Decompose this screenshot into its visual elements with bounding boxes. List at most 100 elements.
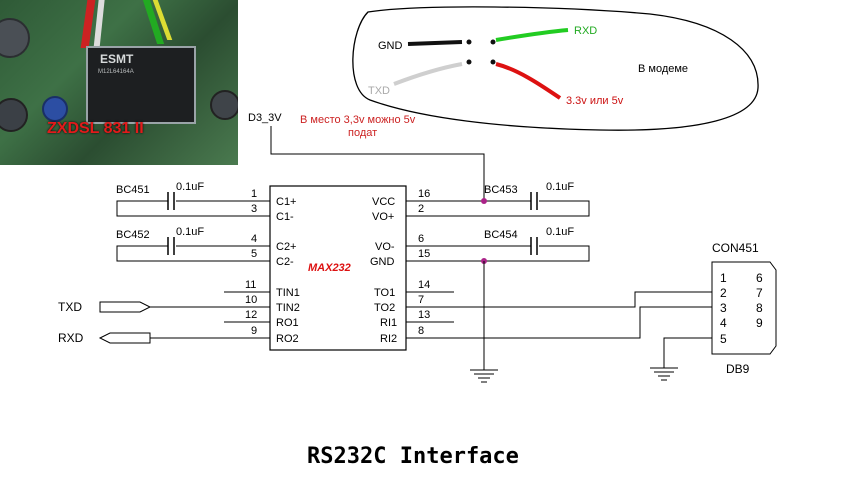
pin-number: 12 (245, 309, 257, 321)
right-pin-13: 13 RI1 (380, 309, 454, 329)
modem-vcc-wire (495, 62, 562, 100)
modem-board-photo: ESMT M12L64164A ZXDSL 831 II (0, 0, 238, 165)
modem-pin-rxd (490, 39, 496, 45)
capacitor-value: 0.1uF (546, 181, 574, 193)
db9-pin-8: 8 (756, 301, 763, 315)
capacitor-ref: BC453 (484, 184, 518, 196)
pin-number: 1 (251, 188, 257, 200)
connector-ref: CON451 (712, 241, 759, 255)
rxd-port-arrow (98, 332, 151, 344)
modem-txd-label: TXD (368, 85, 390, 97)
pin-label: VO+ (372, 211, 394, 223)
modem-pin-vcc (490, 59, 496, 65)
pin-number: 13 (418, 309, 430, 321)
db9-body (711, 261, 777, 355)
capacitor-value: 0.1uF (176, 226, 204, 238)
capacitor-ref: BC452 (116, 229, 150, 241)
capacitor-value: 0.1uF (176, 181, 204, 193)
pin-label: TO2 (374, 302, 395, 314)
db9-pin-7: 7 (756, 286, 763, 300)
modem-pin-gnd (466, 39, 472, 45)
db9-pin-5: 5 (720, 332, 727, 346)
capacitor-bc452: BC452 0.1uF (116, 226, 224, 262)
pin-number: 4 (251, 233, 257, 245)
rxd-signal-label: RXD (58, 331, 84, 345)
capacitor-bc454: BC454 0.1uF (454, 226, 590, 262)
pin-number: 8 (418, 325, 424, 337)
db9-ground-wire (663, 337, 712, 368)
ic-ground-symbol (470, 369, 498, 383)
pin-number: 6 (418, 233, 424, 245)
capacitor-bc451: BC451 0.1uF (116, 181, 224, 217)
modem-voltage-label: 3.3v или 5v (566, 95, 624, 107)
power-rail-wire (270, 126, 485, 201)
pin-number: 16 (418, 188, 430, 200)
capacitor-bc453: BC453 0.1uF (454, 181, 590, 217)
db9-pin-9: 9 (756, 316, 763, 330)
capacitor-ref: BC451 (116, 184, 150, 196)
pin-number: 9 (251, 325, 257, 337)
db9-pin-3: 3 (720, 301, 727, 315)
pin-number: 2 (418, 203, 424, 215)
pin-label: C1+ (276, 196, 297, 208)
pin-label: C2+ (276, 241, 297, 253)
modem-gnd-wire (407, 40, 463, 46)
left-pin-4: 4 C2+ (224, 233, 297, 253)
capacitor-photo-2 (0, 98, 28, 132)
txd-port-arrow (99, 301, 152, 313)
to2-wire (454, 291, 712, 308)
connector-type: DB9 (726, 362, 750, 376)
pin-label: RI1 (380, 317, 397, 329)
right-pin-8: 8 RI2 (380, 325, 454, 345)
left-pin-9: 9 RO2 (150, 325, 299, 345)
db9-pin-6: 6 (756, 271, 763, 285)
pin-label: VO- (375, 241, 395, 253)
right-pin-7: 7 TO2 (374, 294, 454, 314)
pin-label: TO1 (374, 287, 395, 299)
modem-gnd-label: GND (378, 40, 403, 52)
txd-signal-label: TXD (58, 300, 82, 314)
left-pin-12: 12 RO1 (224, 309, 299, 329)
chip-brand-text: ESMT (100, 52, 134, 66)
pin-number: 15 (418, 248, 430, 260)
pin-label: TIN2 (276, 302, 300, 314)
chip-part-text: M12L64164A (98, 69, 134, 75)
pin-label: VCC (372, 196, 395, 208)
modem-pin-txd (466, 59, 472, 65)
capacitor-value: 0.1uF (546, 226, 574, 238)
board-model-label: ZXDSL 831 II (47, 120, 144, 137)
power-note-line2: подат (348, 127, 377, 139)
db9-pin-1: 1 (720, 271, 727, 285)
pin-label: RO1 (276, 317, 299, 329)
db9-pin-2: 2 (720, 286, 727, 300)
capacitor-ref: BC454 (484, 229, 518, 241)
modem-note-cloud (352, 6, 759, 131)
pin-label: RO2 (276, 333, 299, 345)
right-pin-2: 2 VO+ (372, 203, 454, 223)
left-pin-5: 5 C2- (224, 248, 294, 268)
pin-number: 5 (251, 248, 257, 260)
pin-number: 10 (245, 294, 257, 306)
db9-pin-4: 4 (720, 316, 727, 330)
left-pin-3: 3 C1- (224, 203, 294, 223)
pin-number: 14 (418, 279, 430, 291)
pin-label: C2- (276, 256, 294, 268)
power-note-line1: В место 3,3v можно 5v (300, 114, 416, 126)
pin-label: GND (370, 256, 395, 268)
pin-label: RI2 (380, 333, 397, 345)
left-pin-10: 10 TIN2 (150, 294, 300, 314)
pin-label: C1- (276, 211, 294, 223)
pin-label: TIN1 (276, 287, 300, 299)
vcc-junction-dot (481, 198, 487, 204)
right-pin-15: 15 GND (370, 248, 454, 268)
diagram-title: RS232C Interface (307, 444, 519, 469)
left-pin-11: 11 TIN1 (224, 279, 300, 299)
max232-body (269, 185, 407, 351)
db9-ground-symbol (650, 367, 678, 381)
capacitor-photo-4 (210, 90, 238, 120)
modem-location-label: В модеме (638, 63, 688, 75)
ri2-wire (454, 306, 712, 339)
pin-number: 7 (418, 294, 424, 306)
